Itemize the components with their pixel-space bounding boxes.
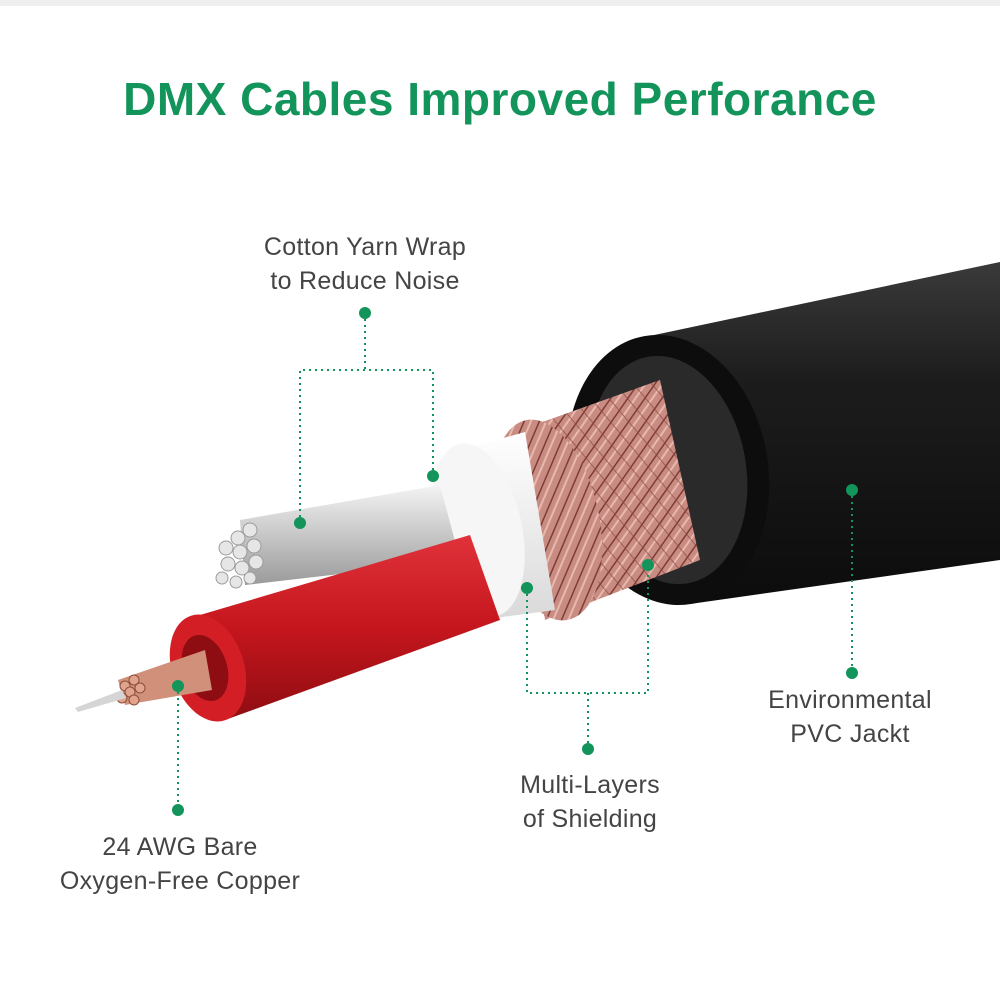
top-strip: [0, 0, 1000, 6]
copper-bottom-dot: [172, 804, 184, 816]
shielding-callout: Multi-Layers of Shielding: [460, 768, 720, 836]
jacket-dot: [846, 484, 858, 496]
copper-dot: [172, 680, 184, 692]
jacket-line2: PVC Jackt: [790, 720, 910, 748]
pvc-jacket-callout: Environmental PVC Jackt: [730, 683, 970, 751]
callout-lines: [177, 313, 853, 810]
copper-callout: 24 AWG Bare Oxygen-Free Copper: [20, 830, 340, 898]
white-layer-dot: [427, 470, 439, 482]
page-title: DMX Cables Improved Perforance: [123, 73, 877, 125]
cotton-line2: to Reduce Noise: [270, 267, 460, 295]
copper-line1: 24 AWG Bare: [102, 833, 258, 861]
callout-dots: [172, 307, 858, 816]
copper-line2: Oxygen-Free Copper: [59, 867, 301, 895]
shielding-line2: of Shielding: [522, 805, 658, 833]
copper-core: [75, 650, 212, 712]
jacket-line1: Environmental: [768, 686, 932, 714]
cotton-line1: Cotton Yarn Wrap: [263, 233, 467, 261]
silver-dot: [294, 517, 306, 529]
shielding-line1: Multi-Layers: [520, 771, 660, 799]
jacket-bottom-dot: [846, 667, 858, 679]
shield-bottom-dot: [582, 743, 594, 755]
braid-dot: [642, 559, 654, 571]
cotton-wrap-callout: Cotton Yarn Wrap to Reduce Noise: [215, 230, 515, 298]
cotton-top-dot: [359, 307, 371, 319]
shield-white-dot: [521, 582, 533, 594]
